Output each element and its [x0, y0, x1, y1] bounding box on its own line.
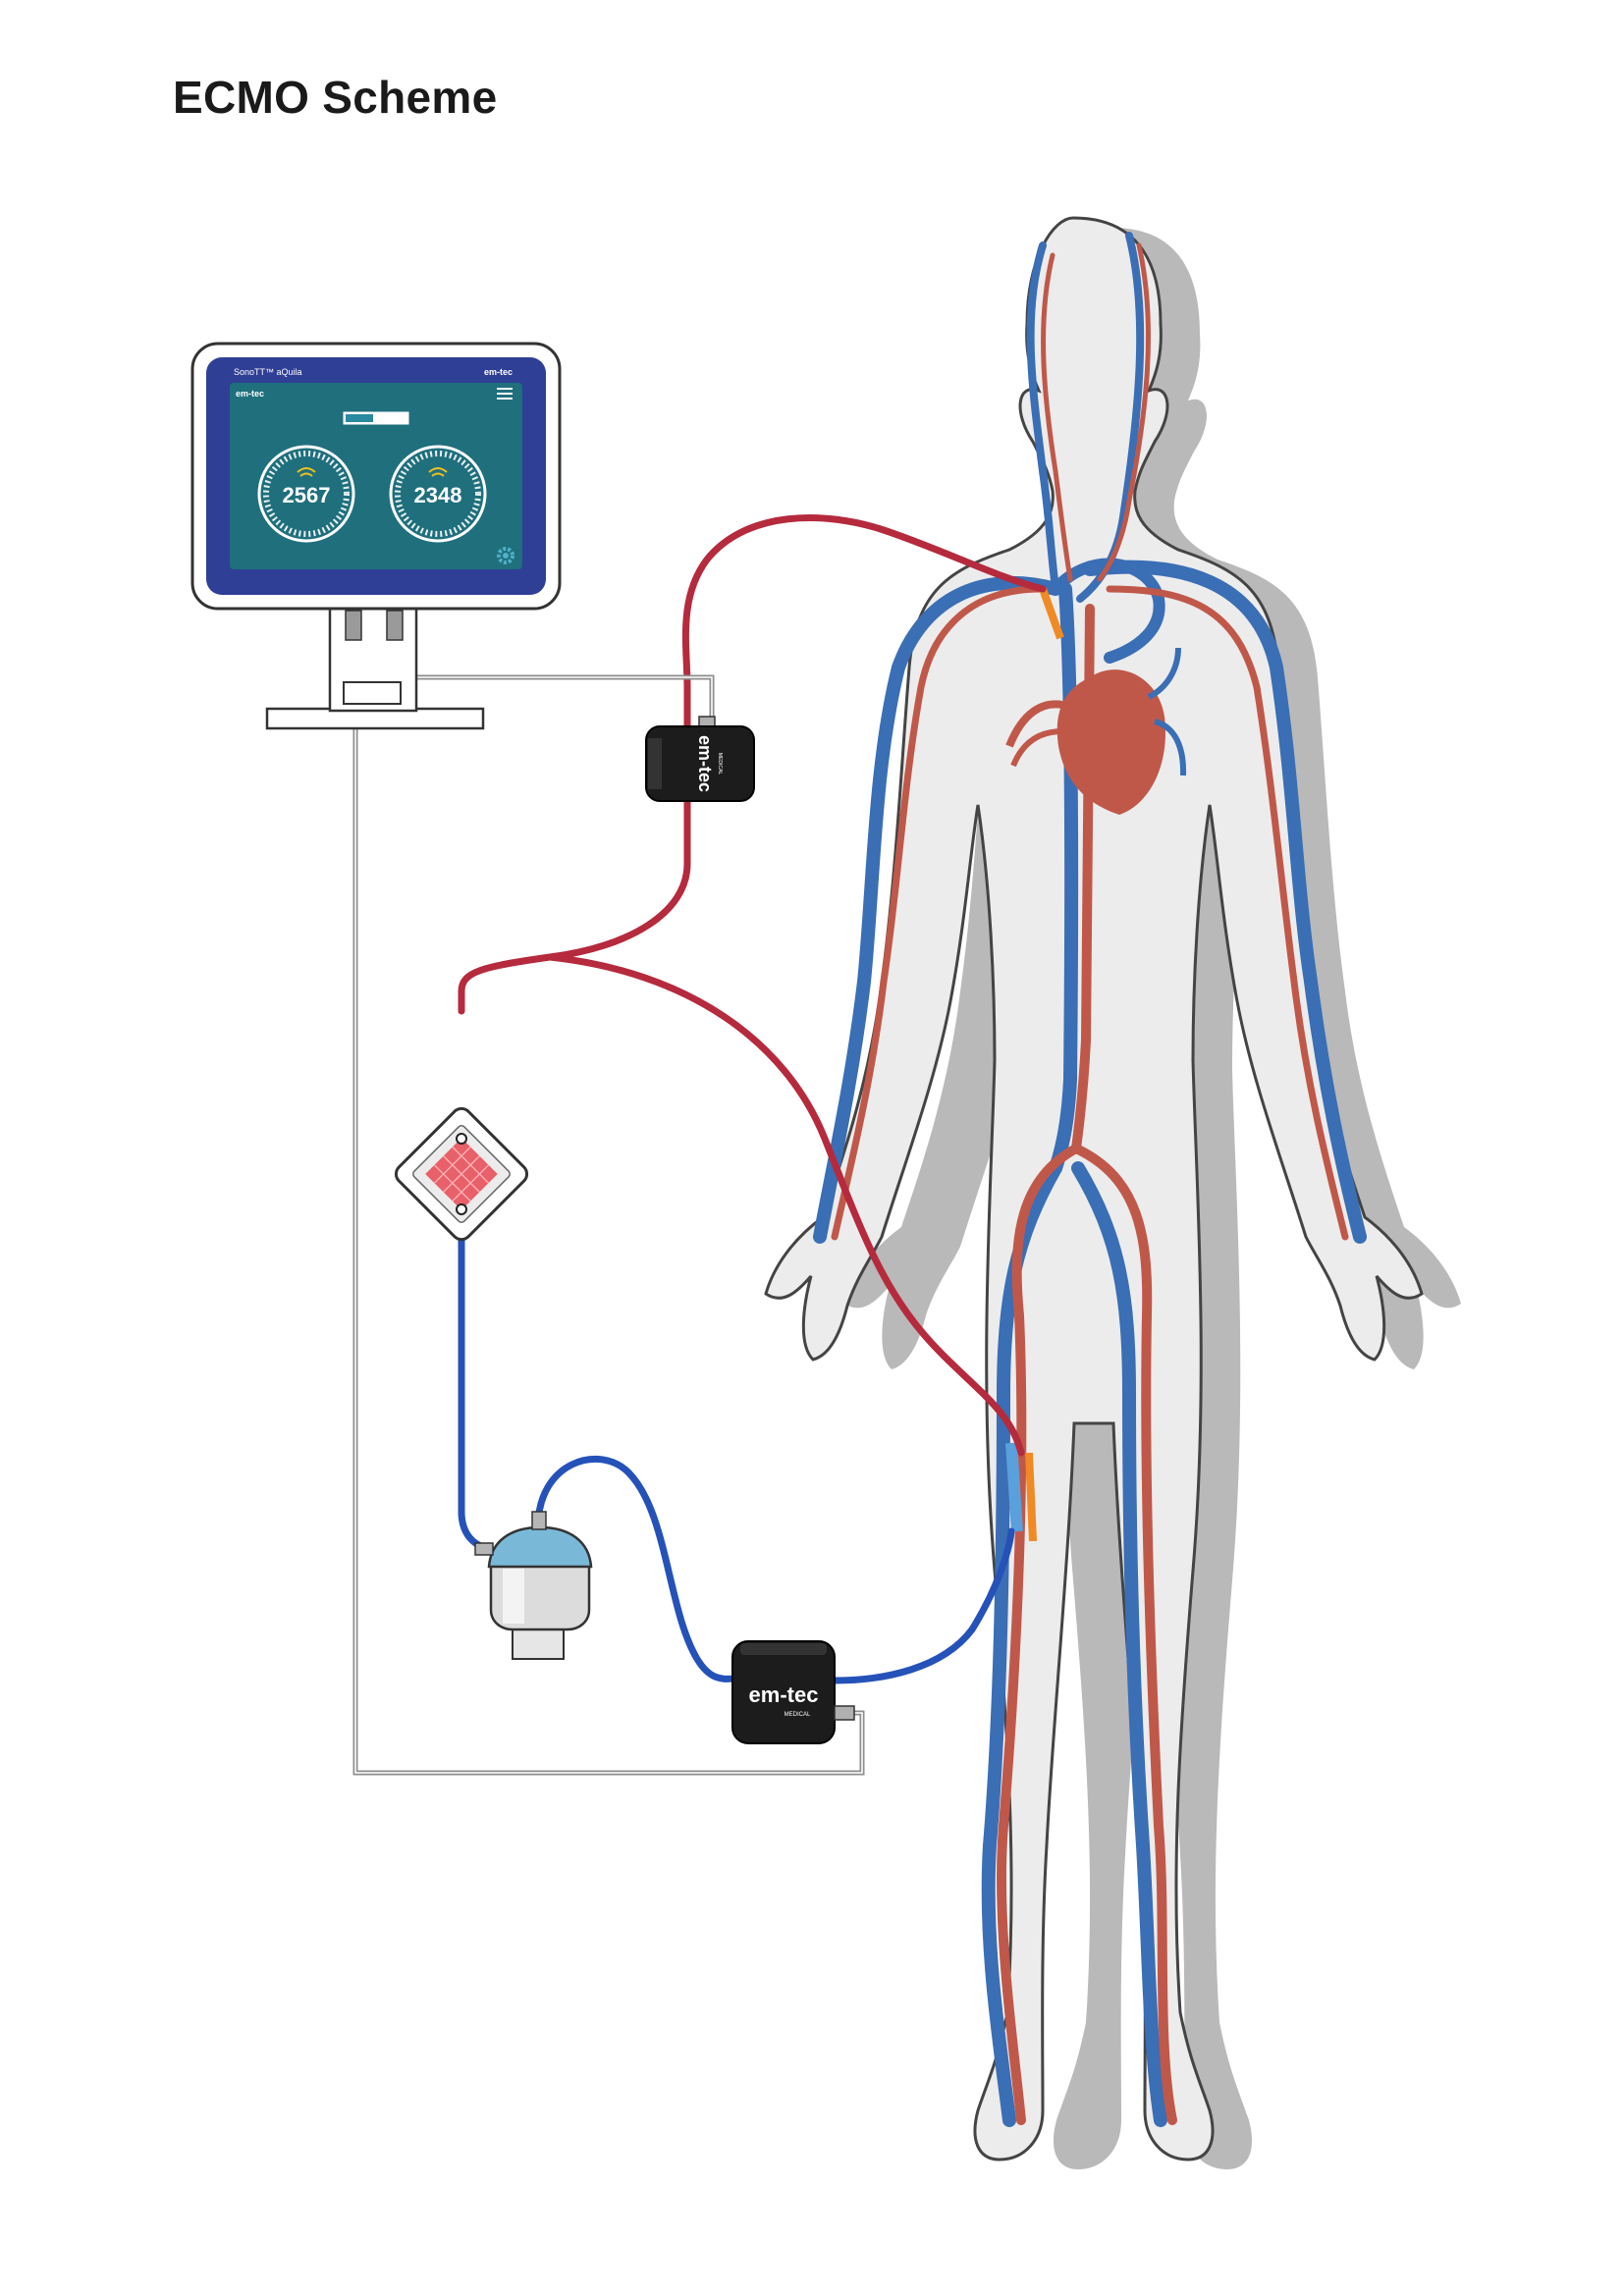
sensor-lower-connector	[834, 1705, 855, 1721]
centrifugal-pump	[474, 1511, 593, 1660]
vena-cava	[1049, 582, 1079, 1175]
sensor-lower-clip	[740, 1643, 827, 1655]
human-body	[764, 216, 1461, 2169]
vein-left-arm	[813, 575, 1062, 1244]
jugular-cannula	[1039, 587, 1064, 640]
pump-inlet	[531, 1511, 547, 1530]
heart-shape	[1056, 669, 1165, 815]
artery-right-leg	[1071, 1144, 1177, 2125]
sensor-upper-clip	[648, 738, 662, 789]
artery-left-arm	[831, 585, 1045, 1241]
gauge-1-ring	[257, 445, 355, 543]
vein-right-arm	[1083, 560, 1367, 1244]
pump-cap	[487, 1525, 593, 1569]
wifi-icon	[428, 467, 448, 477]
monitor: SonoTT™ aQuila em-tec em-tec 2567	[190, 342, 562, 730]
monitor-screen	[230, 383, 522, 569]
flow-gauge-2: 2348	[389, 445, 487, 543]
sensor-upper-sub: MEDICAL	[717, 753, 723, 774]
tube-blue-to-femoral	[831, 1527, 1015, 1684]
pump-body-highlight	[503, 1569, 524, 1624]
heart-vessel-2	[1010, 728, 1063, 768]
oxygenator-port-top	[456, 1133, 467, 1145]
artery-neck-left	[1041, 252, 1073, 582]
vein-right-leg	[1071, 1161, 1167, 2127]
heart-vessel-4	[1154, 719, 1187, 776]
femoral-cannula-orange	[1025, 1452, 1037, 1542]
monitor-port-2[interactable]	[386, 610, 404, 641]
sensor-lower-brand: em-tec	[749, 1682, 819, 1707]
pump-outlet	[474, 1542, 494, 1556]
sensor-upper-brand: em-tec	[695, 735, 715, 792]
oxygenator	[394, 1106, 529, 1242]
monitor-brand-sub: em-tec	[236, 389, 264, 399]
oxygenator-port-bottom	[456, 1203, 467, 1215]
artery-left-leg	[997, 1144, 1081, 2125]
vein-left-leg	[981, 1161, 1062, 2127]
gauge-1-value: 2567	[283, 483, 331, 507]
tube-red-to-neck	[681, 514, 1047, 730]
artery-neck-right	[1097, 242, 1151, 582]
monitor-stand-slot	[343, 681, 402, 705]
gauge-2-value: 2348	[414, 483, 462, 507]
oxygenator-grid	[433, 1146, 490, 1202]
gear-icon[interactable]	[497, 547, 514, 564]
flow-gauge-1: 2567	[257, 445, 355, 543]
heart-vessel-3	[1147, 647, 1181, 700]
pump-base-bottom	[512, 1629, 565, 1660]
menu-icon[interactable]	[497, 388, 513, 400]
monitor-port-1[interactable]	[345, 610, 362, 641]
artery-right-arm	[1106, 585, 1349, 1241]
vein-neck-left	[1026, 241, 1059, 593]
flow-sensor-lower[interactable]: em-tec MEDICAL	[731, 1640, 855, 1744]
gauge-2-ring	[389, 445, 487, 543]
wifi-icon	[297, 467, 316, 477]
tube-red-to-femoral	[546, 953, 1025, 1457]
screen-progress-fill	[346, 414, 373, 422]
flow-sensor-upper[interactable]: em-tec MEDICAL	[645, 716, 755, 802]
heart	[1005, 647, 1187, 815]
sensor-lower-body	[731, 1640, 836, 1744]
femoral-cannula-blue	[1005, 1442, 1023, 1532]
tube-blue-oxy-to-pump	[458, 1233, 495, 1553]
gauge-1-ticks	[263, 451, 350, 537]
sensor-upper-body	[645, 725, 755, 802]
gauge-2-ticks	[395, 451, 481, 537]
page-title: ECMO Scheme	[173, 72, 498, 123]
monitor-brand-top: em-tec	[484, 367, 513, 377]
tube-blue-pump-loop	[534, 1455, 740, 1682]
sensor-lower-sub: MEDICAL	[785, 1712, 811, 1718]
monitor-product-name: SonoTT™ aQuila	[234, 367, 302, 377]
heart-vessel-1	[1005, 700, 1072, 748]
